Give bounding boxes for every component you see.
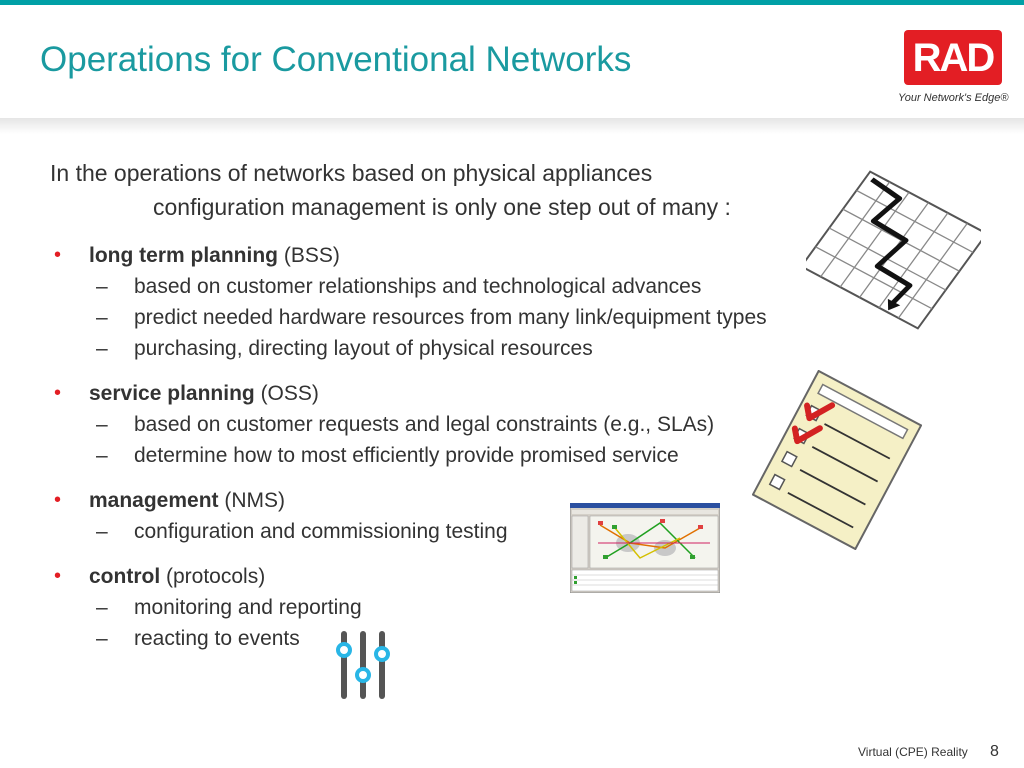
top-accent-bar [0,0,1024,5]
bullet-marker: • [54,244,62,266]
rad-logo: RAD [904,30,1002,85]
bullet-marker: • [54,382,62,404]
dash-marker: – [96,337,108,360]
dash-marker: – [96,520,108,543]
dash-marker: – [96,596,108,619]
logo-tagline: Your Network's Edge® [898,92,1009,104]
section-oss: • service planning (OSS) – based on custo… [50,378,767,471]
sub-item: – configuration and commissioning testing [50,516,767,547]
bullet-qualifier: (NMS) [218,489,286,512]
bullet-qualifier: (OSS) [254,382,319,405]
footer-title: Virtual (CPE) Reality [858,745,968,759]
sub-item-text: based on customer relationships and tech… [134,275,702,298]
sub-item-text: monitoring and reporting [134,596,362,619]
sub-item: – predict needed hardware resources from … [50,302,767,333]
bullet-item: • control (protocols) [50,561,767,592]
dash-marker: – [96,275,108,298]
bullet-heading: long term planning [89,244,278,267]
sub-item: – reacting to events [50,623,767,654]
bullet-item: • management (NMS) [50,485,767,516]
dash-marker: – [96,413,108,436]
section-control: • control (protocols) – monitoring and re… [50,561,767,654]
sub-item: – based on customer requests and legal co… [50,409,767,440]
grid-path-icon [806,170,981,330]
bullet-marker: • [54,489,62,511]
bullet-item: • service planning (OSS) [50,378,767,409]
sub-item-text: reacting to events [134,627,300,650]
bullet-item: • long term planning (BSS) [50,240,767,271]
dash-marker: – [96,444,108,467]
sub-item: – based on customer relationships and tec… [50,271,767,302]
sub-item-text: purchasing, directing layout of physical… [134,337,593,360]
sliders-icon [336,631,390,699]
logo-text: RAD [912,35,996,80]
bullet-heading: service planning [89,382,255,405]
bullet-heading: management [89,489,219,512]
section-bss: • long term planning (BSS) – based on cus… [50,240,767,364]
bullet-qualifier: (protocols) [160,565,266,588]
dash-marker: – [96,306,108,329]
sub-item-text: determine how to most efficiently provid… [134,444,679,467]
sub-item-text: configuration and commissioning testing [134,520,508,543]
bullet-list: • long term planning (BSS) – based on cus… [50,240,767,668]
intro-line-1: In the operations of networks based on p… [50,160,653,186]
sub-item-text: predict needed hardware resources from m… [134,306,767,329]
checklist-icon [752,370,922,550]
intro-line-2: configuration management is only one ste… [153,194,731,220]
sub-item-text: based on customer requests and legal con… [134,413,715,436]
network-screenshot-icon [570,503,720,593]
page-number: 8 [990,743,999,760]
bullet-qualifier: (BSS) [278,244,340,267]
sub-item: – monitoring and reporting [50,592,767,623]
dash-marker: – [96,627,108,650]
sub-item: – purchasing, directing layout of physica… [50,333,767,364]
section-nms: • management (NMS) – configuration and co… [50,485,767,547]
sub-item: – determine how to most efficiently provi… [50,440,767,471]
intro-text: In the operations of networks based on p… [50,156,731,224]
slide-title: Operations for Conventional Networks [40,40,632,79]
title-divider-shadow [0,118,1024,134]
bullet-marker: • [54,565,62,587]
bullet-heading: control [89,565,161,588]
